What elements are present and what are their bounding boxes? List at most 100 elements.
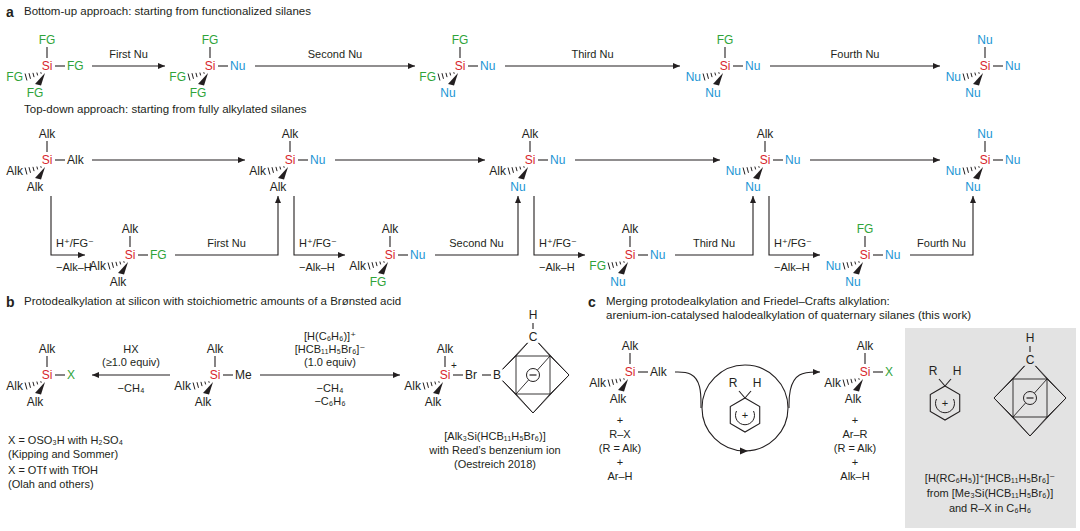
bond-line <box>453 374 463 375</box>
silane-structure: NuSiNuNuNu <box>940 124 1030 196</box>
silane-structure: FGSiNuNuNu <box>820 219 910 291</box>
atom-label: Alk <box>27 181 44 193</box>
hashed-bond <box>36 382 38 385</box>
atom-label: Si <box>385 249 396 261</box>
atom-label: Si <box>205 60 216 72</box>
cycle-circle <box>702 365 788 451</box>
hashed-bond <box>974 167 976 170</box>
atom-label: FG <box>27 87 44 99</box>
cage-edge <box>1030 417 1047 436</box>
arrow-label: HX <box>123 344 138 355</box>
arrow-head <box>933 157 940 163</box>
reaction-arrow <box>910 196 973 255</box>
bond-line <box>873 254 883 255</box>
hashed-bond <box>963 168 965 175</box>
arrow-label: H⁺/FG⁻ <box>56 238 94 249</box>
atom-label: Nu <box>885 249 900 261</box>
atom-label: Me <box>235 369 252 381</box>
hashed-bond <box>612 262 613 268</box>
bond-line <box>739 391 745 398</box>
cage-edge <box>503 381 533 413</box>
hashed-bond <box>707 73 708 79</box>
panel-letter: b <box>6 295 15 309</box>
atom-label: Alk <box>207 343 224 355</box>
atom-label: Si <box>125 249 136 261</box>
hashed-bond <box>847 262 848 268</box>
bond-line <box>398 254 408 255</box>
atom-label: Alk <box>489 165 506 177</box>
hashed-bond <box>512 167 513 173</box>
reaction-arrow <box>260 374 400 375</box>
silane-structure: AlkSiAlkAlkAlk <box>585 336 675 408</box>
silane-structure: AlkSiNuAlkNu <box>485 124 575 196</box>
bond-line <box>745 391 751 398</box>
hashed-bond <box>438 74 440 81</box>
atom-label: Alk <box>522 128 539 140</box>
wedge-bond <box>278 167 288 180</box>
silane-structure: AlkSiXAlkAlk <box>820 336 910 408</box>
cage-edge <box>550 356 569 375</box>
hashed-bond <box>623 378 624 380</box>
hashed-bond <box>971 73 972 77</box>
note-text: (Olah and others) <box>8 479 94 490</box>
atom-label: Nu <box>610 276 625 288</box>
atom-label: Nu <box>965 181 980 193</box>
hashed-bond <box>714 73 716 76</box>
atom-label: FG <box>169 71 186 83</box>
atom-label: Si <box>210 369 221 381</box>
atom-label: Nu <box>480 60 495 72</box>
hashed-bond <box>116 262 117 266</box>
silane-structure: FGSiNuNuNu <box>680 30 770 102</box>
cage-edge <box>994 379 1013 398</box>
hashed-bond <box>453 72 454 74</box>
cage-edge <box>516 356 550 357</box>
note-text: X = OSO₃H with H₂SO₄ <box>8 435 123 446</box>
wedge-bond <box>118 262 128 275</box>
hashed-bond <box>193 383 195 390</box>
arrow-label: Fourth Nu <box>831 49 880 60</box>
arrow-head <box>275 196 281 203</box>
atom-label: Alk <box>610 393 627 405</box>
cage-edge <box>1047 379 1048 417</box>
hashed-bond <box>40 72 41 74</box>
atom-label: Nu <box>946 165 961 177</box>
arrow-head <box>478 157 485 163</box>
atom-label: Si <box>760 154 771 166</box>
hashed-bond <box>33 382 34 386</box>
hashed-bond <box>608 380 610 387</box>
formula-text: and R–X in C₆H₆ <box>949 503 1031 514</box>
bond-line <box>223 374 233 375</box>
hashed-bond <box>40 166 41 168</box>
arrow-head <box>813 369 820 375</box>
bond-line <box>529 141 530 152</box>
reaction-arrow <box>255 65 415 66</box>
atom-label: Si <box>455 60 466 72</box>
atom-label: Nu <box>440 87 455 99</box>
atom-label: Alk <box>39 343 56 355</box>
hashed-bond <box>963 74 965 81</box>
bond-line <box>55 374 65 375</box>
hashed-bond <box>379 262 381 265</box>
atom-label: Br <box>465 369 477 381</box>
hashed-bond <box>29 382 30 388</box>
atom-label: FG <box>39 34 56 46</box>
hashed-bond <box>711 73 712 77</box>
byproduct-text: −Alk–H <box>774 262 810 273</box>
hashed-bond <box>851 379 852 383</box>
wedge-bond <box>203 382 213 395</box>
silylium-structure: AlkSi+BrBHCAlkAlk <box>400 303 580 411</box>
atom-label: H <box>1026 332 1035 344</box>
byproduct-text: −CH₄ <box>317 383 344 394</box>
hashed-bond <box>29 167 30 173</box>
hashed-bond <box>25 74 27 81</box>
caption-text: with Reed’s benzenium ion <box>429 445 560 456</box>
arrow-head <box>578 252 585 258</box>
atom-label: Alk <box>757 128 774 140</box>
cage-edge <box>550 356 551 394</box>
atom-label: Alk <box>27 396 44 408</box>
product-text: Alk–H <box>840 471 869 482</box>
arrow-label: H⁺/FG⁻ <box>539 238 577 249</box>
hashed-bond <box>446 73 447 77</box>
reaction-arrow <box>505 65 680 66</box>
cage-edge <box>1013 379 1047 417</box>
